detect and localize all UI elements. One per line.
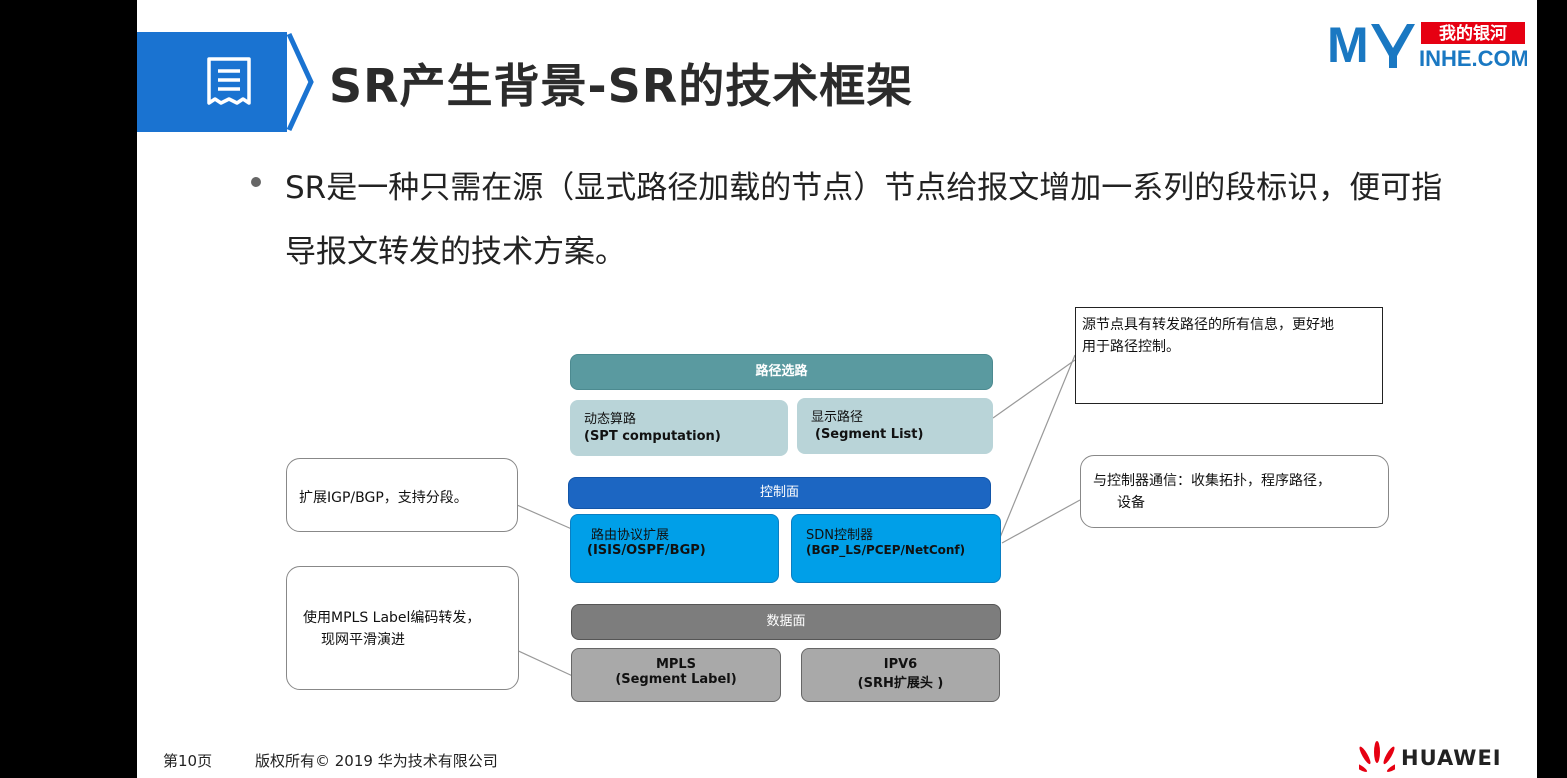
connector-explicit-note	[992, 359, 1076, 419]
data-plane-box: 数据面	[571, 604, 1001, 640]
page-title: SR产生背景-SR的技术框架	[329, 59, 914, 113]
connector-igp-callout	[516, 504, 575, 531]
sdn-sub: (BGP_LS/PCEP/NetConf)	[806, 543, 966, 557]
page-number: 第10页	[163, 752, 213, 770]
chevron-right-icon	[286, 32, 314, 132]
header-band	[137, 32, 287, 132]
slide: SR产生背景-SR的技术框架 M 我的银河 INHE.COM SR是一种只需在源…	[137, 0, 1537, 778]
ipv6-box: IPV6 (SRH扩展头 )	[801, 648, 1000, 702]
connector-sdn-callout	[1001, 499, 1081, 544]
huawei-brand: HUAWEI	[1401, 746, 1502, 770]
callout-controller: 与控制器通信：收集拓扑，程序路径， 设备	[1080, 455, 1389, 528]
svg-text:我的银河: 我的银河	[1439, 23, 1507, 44]
routing-ext-box: 路由协议扩展 (ISIS/OSPF/BGP)	[570, 514, 779, 583]
note-source-node: 源节点具有转发路径的所有信息，更好地 用于路径控制。	[1075, 307, 1383, 404]
myinhe-logo: M 我的银河 INHE.COM	[1327, 17, 1527, 70]
dynamic-calc-box: 动态算路 (SPT computation)	[570, 400, 788, 456]
mpls-label: MPLS	[655, 657, 697, 672]
path-selection-box: 路径选路	[570, 354, 993, 390]
callout-mpls: 使用MPLS Label编码转发， 现网平滑演进	[286, 566, 519, 690]
dynamic-calc-sub: (SPT computation)	[584, 429, 721, 444]
routing-ext-label: 路由协议扩展	[591, 528, 670, 543]
explicit-path-label: 显示路径	[811, 410, 864, 425]
connector-lines	[498, 354, 1081, 679]
document-icon	[207, 57, 251, 105]
explicit-path-sub: (Segment List)	[815, 427, 924, 442]
connector-sdn-note	[998, 354, 1076, 541]
bullet-dot	[251, 177, 261, 187]
ipv6-label: IPV6	[883, 657, 918, 672]
huawei-logo-icon	[1359, 741, 1395, 772]
sdn-controller-box: SDN控制器 (BGP_LS/PCEP/NetConf)	[791, 514, 1001, 583]
dynamic-calc-label: 动态算路	[584, 412, 637, 427]
control-plane-box: 控制面	[568, 477, 991, 509]
mpls-box: MPLS (Segment Label)	[571, 648, 781, 702]
bullet-text: SR是一种只需在源（显式路径加载的节点）节点给报文增加一系列的段标识，便可指导报…	[285, 170, 1443, 270]
mpls-sub: (Segment Label)	[615, 672, 737, 687]
callout-igp: 扩展IGP/BGP，支持分段。	[286, 458, 518, 532]
sdn-label: SDN控制器	[806, 528, 873, 543]
routing-ext-sub: (ISIS/OSPF/BGP)	[587, 543, 706, 558]
svg-text:INHE.COM: INHE.COM	[1419, 46, 1527, 70]
explicit-path-box: 显示路径 (Segment List)	[797, 398, 993, 454]
ipv6-sub: (SRH扩展头 )	[857, 676, 944, 691]
svg-text:M: M	[1327, 17, 1369, 70]
copyright: 版权所有© 2019 华为技术有限公司	[255, 752, 498, 770]
